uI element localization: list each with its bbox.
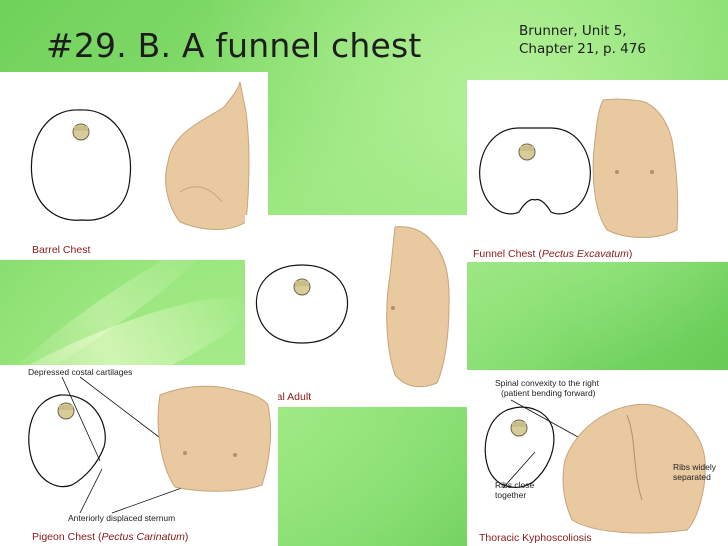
note-displaced-sternum: Anteriorly displaced sternum <box>68 513 176 523</box>
funnel-chest-illustration <box>479 98 679 238</box>
reference-note: Brunner, Unit 5, Chapter 21, p. 476 <box>519 23 646 57</box>
caption-funnel-main: Funnel Chest ( <box>473 248 542 260</box>
caption-pigeon-main: Pigeon Chest ( <box>32 531 102 543</box>
caption-pigeon-end: ) <box>184 531 189 543</box>
panel-normal-adult: Normal Adult <box>245 215 467 407</box>
caption-pigeon-italic: Pectus Carinatum <box>101 531 185 543</box>
pigeon-chest-illustration <box>28 376 271 514</box>
panel-kyphoscoliosis: Spinal convexity to the right (patient b… <box>467 370 728 546</box>
caption-funnel-italic: Pectus Excavatum <box>541 248 629 260</box>
panel-pigeon-chest: Depressed costal cartilages Anteriorly d… <box>0 365 278 546</box>
caption-funnel-chest: Funnel Chest (Pectus Excavatum) <box>473 248 632 260</box>
note-ribs-close: Ribs close together <box>495 480 534 500</box>
slide-title: #29. B. A funnel chest <box>46 26 422 65</box>
panel-barrel-chest: Barrel Chest <box>0 72 268 260</box>
note-ribs-close-line2: together <box>495 490 527 500</box>
barrel-chest-illustration <box>30 81 250 230</box>
caption-pigeon-chest: Pigeon Chest (Pectus Carinatum) <box>32 531 188 543</box>
note-ribs-widely-line2: separated <box>673 472 711 482</box>
caption-barrel-chest: Barrel Chest <box>32 244 91 256</box>
kyphoscoliosis-illustration <box>484 399 706 534</box>
note-spinal-line1: Spinal convexity to the right <box>495 378 599 388</box>
note-spinal-convexity: Spinal convexity to the right (patient b… <box>495 378 599 398</box>
note-ribs-close-line1: Ribs close <box>495 480 535 490</box>
note-spinal-line2: (patient bending forward) <box>501 388 596 398</box>
normal-adult-illustration <box>255 226 450 388</box>
caption-kyphoscoliosis: Thoracic Kyphoscoliosis <box>479 532 592 544</box>
caption-funnel-end: ) <box>628 248 633 260</box>
panel-funnel-chest: Funnel Chest (Pectus Excavatum) <box>467 80 728 262</box>
note-ribs-widely: Ribs widely separated <box>673 462 716 482</box>
note-depressed-costal: Depressed costal cartilages <box>28 367 133 377</box>
note-ribs-widely-line1: Ribs widely <box>673 462 716 472</box>
